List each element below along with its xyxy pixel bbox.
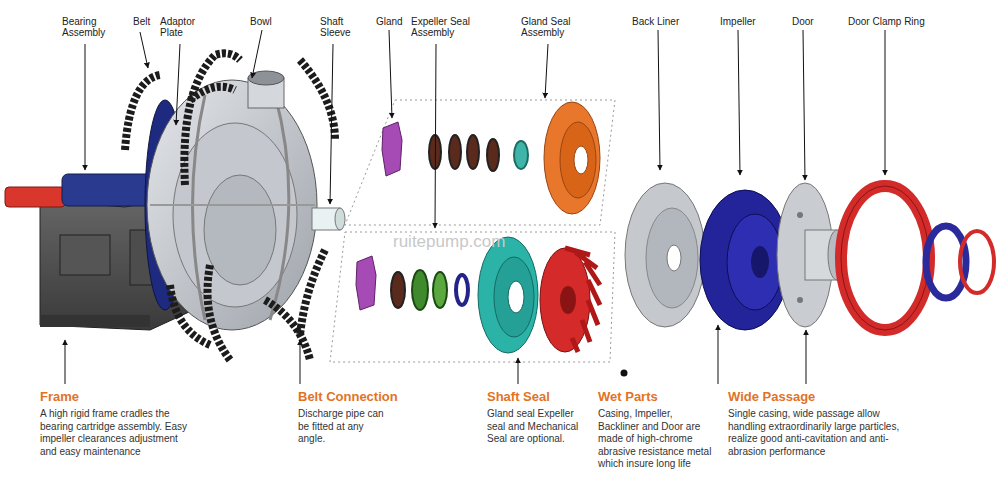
- part-name: Expeller Seal Assembly: [411, 16, 483, 38]
- feature-text: A high rigid frame cradles the bearing c…: [40, 408, 195, 458]
- part-name: Bearing Assembly: [62, 16, 122, 38]
- part-name: Door: [792, 16, 827, 27]
- back-liner: [625, 183, 705, 327]
- seal-rings: [391, 270, 468, 310]
- feature-heading: Frame: [40, 389, 160, 404]
- part-name: Gland: [376, 16, 411, 27]
- feature-text: Single casing, wide passage allow handli…: [728, 408, 900, 458]
- gland-seal-disc: [544, 102, 600, 214]
- feature-text: Casing, Impeller, Backliner and Door are…: [598, 408, 713, 471]
- part-name: Back Liner: [632, 16, 692, 27]
- watermark: ruitepump.com: [393, 232, 553, 252]
- part-name: Bowl: [250, 16, 280, 27]
- shaft: [5, 187, 65, 207]
- part-name: Shaft Sleeve: [320, 16, 360, 38]
- gland: [382, 122, 402, 176]
- part-name: Impeller: [720, 16, 770, 27]
- seal-rings: [429, 135, 528, 171]
- expeller-ring: [478, 237, 538, 353]
- feature-text: Discharge pipe can be fitted at any angl…: [298, 408, 388, 446]
- gland: [356, 256, 376, 310]
- part-name: Door Clamp Ring: [848, 16, 948, 27]
- part-name: Belt: [133, 16, 163, 27]
- seal-ring: [960, 231, 994, 293]
- group-outline: [330, 232, 615, 362]
- expeller: [540, 248, 600, 352]
- bearing-housing: [62, 174, 152, 206]
- feature-heading: Shaft Seal: [487, 389, 587, 404]
- belt: [125, 53, 335, 360]
- part-name: Adaptor Plate: [160, 16, 208, 38]
- feature-text: Gland seal Expeller seal and Mechanical …: [487, 408, 579, 446]
- impeller: [700, 190, 790, 330]
- leader-line: [65, 30, 885, 384]
- feature-heading: Belt Connection: [298, 389, 428, 404]
- feature-heading: Wide Passage: [728, 389, 858, 404]
- shaft-sleeve: [312, 208, 345, 230]
- group-outline: [345, 100, 615, 225]
- door-clamp-ring: [841, 186, 929, 330]
- door-clamp-ring: [841, 186, 929, 330]
- bullet-dot: [621, 370, 628, 377]
- part-name: Gland Seal Assembly: [521, 16, 586, 38]
- feature-heading: Wet Parts: [598, 389, 698, 404]
